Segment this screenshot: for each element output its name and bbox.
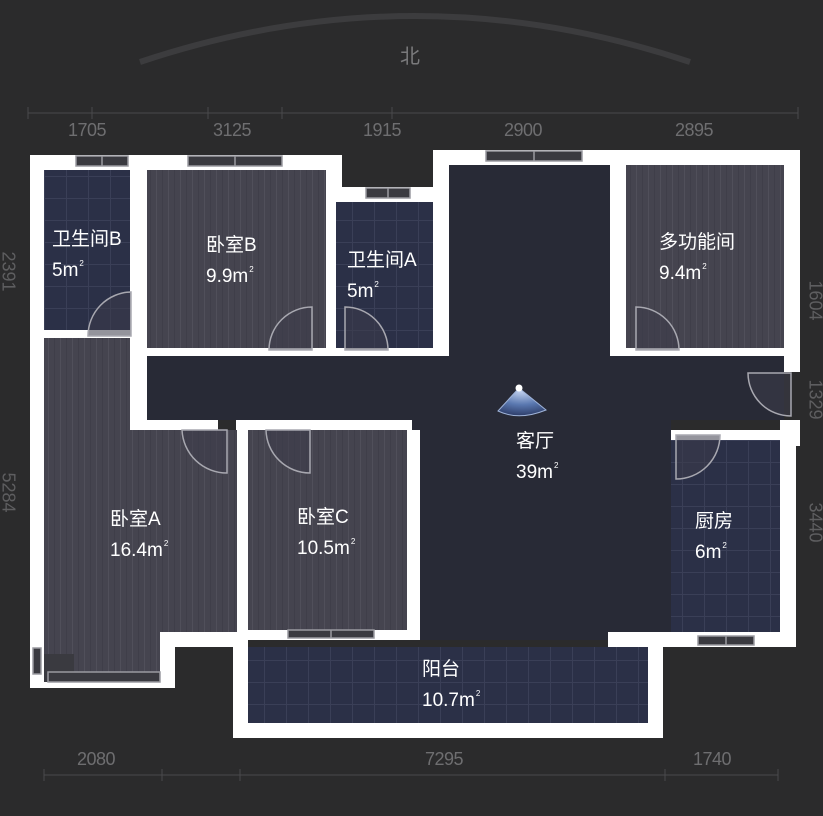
room-area: 5m2	[347, 279, 379, 302]
dimension-right-3: 3440	[805, 502, 823, 543]
room-name: 卧室B	[206, 235, 257, 256]
door-multi-room	[635, 306, 680, 351]
door-bathroom-b	[87, 291, 132, 337]
door-bedroom-c	[265, 429, 311, 474]
walls	[30, 150, 800, 738]
bottom-dimension-line	[43, 769, 779, 781]
room-area: 6m2	[695, 540, 727, 563]
room-balcony[interactable]: 阳台 10.7m2	[422, 658, 480, 713]
room-area: 39m2	[516, 460, 559, 483]
windows	[32, 150, 755, 683]
room-bedroom-c[interactable]: 卧室C 10.5m2	[297, 506, 355, 561]
door-entrance	[747, 372, 792, 417]
dimension-top-5: 2895	[675, 120, 714, 140]
door-bedroom-a	[181, 429, 228, 474]
dimension-right-1: 1604	[805, 280, 823, 321]
dimension-top-1: 1705	[68, 120, 107, 140]
room-living-room[interactable]: 客厅 39m2	[516, 430, 558, 485]
room-area: 10.7m2	[422, 688, 481, 711]
room-area: 9.9m2	[206, 264, 254, 287]
room-bathroom-b[interactable]: 卫生间B 5m2	[52, 228, 122, 283]
room-name: 阳台	[422, 659, 461, 680]
room-area: 9.4m2	[659, 261, 707, 284]
room-name: 卧室C	[297, 507, 349, 528]
dimension-bottom-1: 2080	[77, 749, 116, 769]
room-area: 5m2	[52, 258, 84, 281]
dimension-top-4: 2900	[504, 120, 543, 140]
dimension-bottom-3: 1740	[693, 749, 732, 769]
north-label: 北	[400, 46, 420, 68]
door-bedroom-b	[268, 306, 313, 351]
compass-arc	[139, 13, 691, 65]
room-name: 多功能间	[659, 232, 736, 253]
room-area: 10.5m2	[297, 536, 356, 559]
dimension-bottom-2: 7295	[425, 749, 464, 769]
dimension-left-2: 5284	[0, 472, 19, 513]
room-kitchen[interactable]: 厨房 6m2	[695, 510, 733, 565]
room-area: 16.4m2	[110, 538, 169, 561]
room-multi-function[interactable]: 多功能间 9.4m2	[659, 231, 735, 286]
room-name: 卫生间B	[52, 229, 122, 250]
room-name: 厨房	[695, 511, 734, 532]
room-name: 卧室A	[110, 509, 161, 530]
door-bathroom-a	[344, 306, 389, 351]
room-bedroom-b[interactable]: 卧室B 9.9m2	[206, 234, 257, 289]
doors	[87, 291, 792, 480]
room-name: 卫生间A	[347, 250, 417, 271]
room-bedroom-a[interactable]: 卧室A 16.4m2	[110, 508, 168, 563]
door-kitchen	[675, 434, 721, 480]
dimension-top-3: 1915	[363, 120, 402, 140]
dimension-right-2: 1329	[805, 379, 823, 420]
dimension-left-1: 2391	[0, 251, 19, 292]
top-dimension-line	[27, 107, 799, 119]
camera-view-icon[interactable]	[497, 384, 547, 417]
room-name: 客厅	[516, 431, 555, 452]
dimension-top-2: 3125	[213, 120, 252, 140]
room-bathroom-a[interactable]: 卫生间A 5m2	[347, 249, 417, 304]
